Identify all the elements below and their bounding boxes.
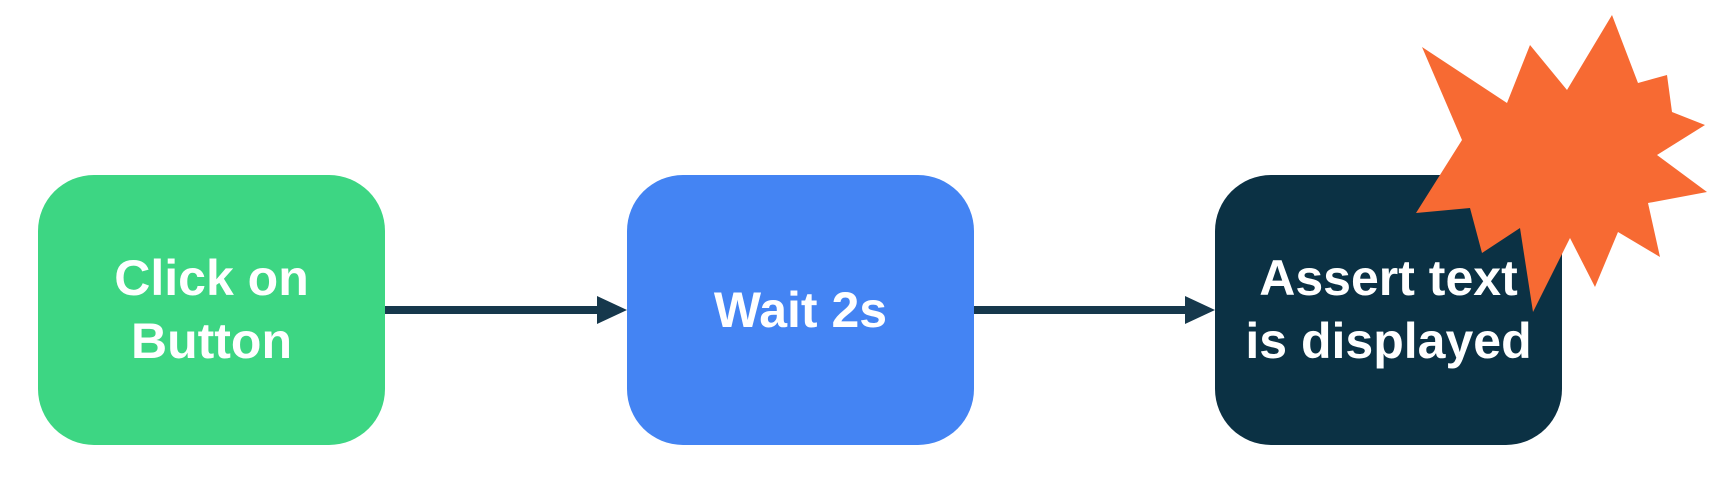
node-wait-2s[interactable]: Wait 2s xyxy=(627,175,974,445)
node-click-on-button[interactable]: Click on Button xyxy=(38,175,385,445)
connector-wait-to-assert xyxy=(973,296,1215,324)
arrowhead-icon xyxy=(1185,296,1215,324)
node-assert-text-is-displayed[interactable]: Assert text is displayed xyxy=(1215,175,1562,445)
connector-click-to-wait xyxy=(385,296,627,324)
node-label: Click on Button xyxy=(114,250,309,369)
node-label: Assert text is displayed xyxy=(1245,250,1532,369)
node-label: Wait 2s xyxy=(713,281,888,338)
arrowhead-icon xyxy=(597,296,627,324)
